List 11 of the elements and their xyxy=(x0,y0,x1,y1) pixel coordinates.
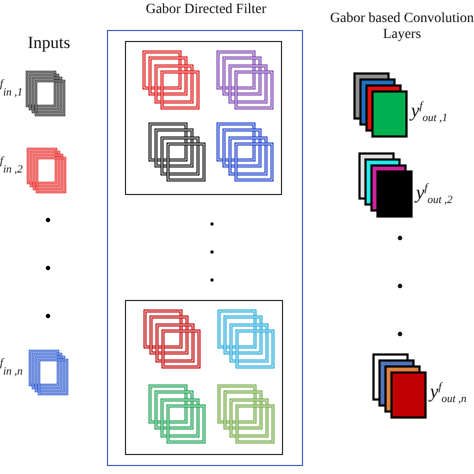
column-heading: Inputs xyxy=(26,33,72,53)
input-feature-stack xyxy=(28,349,71,396)
input-feature-stack xyxy=(26,147,69,195)
panel-title: Gabor Directed Filter xyxy=(144,2,268,18)
filter-group-box xyxy=(125,41,282,195)
output-feature-stack xyxy=(358,152,413,219)
input-feature-stack xyxy=(25,70,68,118)
column-heading: Gabor based Convolution Layers xyxy=(330,11,474,44)
output-feature-stack xyxy=(372,353,426,419)
output-feature-stack xyxy=(353,72,407,138)
filter-group-box xyxy=(125,300,283,455)
